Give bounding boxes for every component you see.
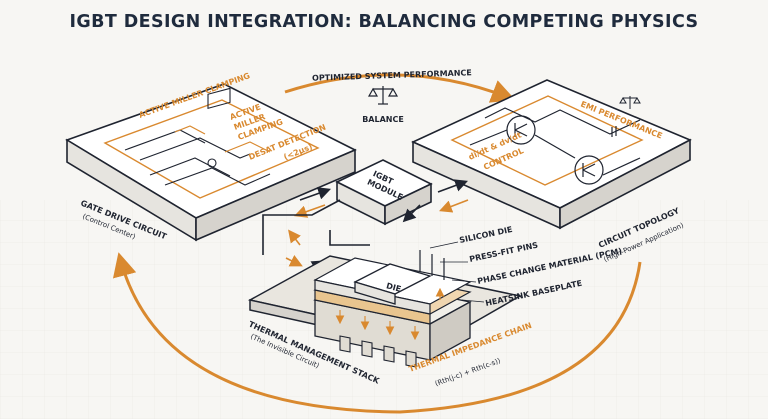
balance-label: BALANCE <box>362 115 404 124</box>
gate-drive-panel <box>65 83 357 242</box>
bottom-arc <box>112 252 642 414</box>
circuit-topology-panel <box>411 79 692 230</box>
igbt-module <box>335 159 433 226</box>
thermal-stack <box>247 250 523 368</box>
balance-scale-icon-small <box>619 96 641 109</box>
layer-leaders <box>429 241 485 303</box>
page-title: IGBT DESIGN INTEGRATION: BALANCING COMPE… <box>69 12 699 32</box>
balance-scale-icon <box>367 86 399 105</box>
die-label: DIE <box>385 281 402 294</box>
top-arc <box>284 73 516 103</box>
